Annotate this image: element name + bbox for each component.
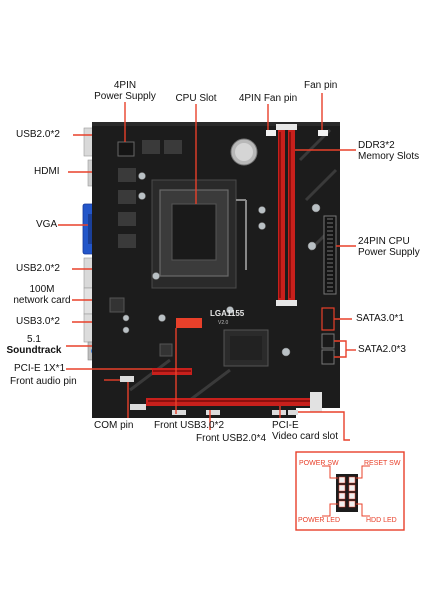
label-network-card: 100M network card — [4, 284, 80, 306]
label-pcie-line1: PCI-E — [272, 420, 299, 431]
label-4pin-fan: 4PIN Fan pin — [238, 93, 298, 104]
label-sata20: SATA2.0*3 — [358, 344, 406, 355]
pcie-x1-slot — [152, 368, 192, 375]
label-reset-sw: RESET SW — [364, 460, 401, 467]
pcie-x16-slot — [146, 392, 322, 412]
label-sata30: SATA3.0*1 — [356, 313, 404, 324]
label-sound-line1: 5.1 — [27, 334, 41, 345]
label-network-line1: 100M — [29, 284, 55, 295]
label-usb30: USB3.0*2 — [16, 316, 60, 327]
label-ddr3-line2: Memory Slots — [358, 151, 420, 162]
front-usb3-header — [176, 318, 202, 328]
label-ddr3: DDR3*2 Memory Slots — [358, 140, 419, 162]
label-24pin: 24PIN CPU Power Supply — [358, 236, 420, 258]
cpu-socket — [151, 179, 247, 289]
capacitors — [122, 172, 321, 357]
ddr3-slots — [276, 124, 297, 306]
label-front-audio: Front audio pin — [10, 376, 77, 387]
label-pcie-line2: Video card slot — [272, 431, 338, 442]
label-usb20-top: USB2.0*2 — [16, 129, 60, 140]
label-4pin-power-line1: 4PIN — [113, 80, 137, 91]
socket-label: LGA1155 — [210, 309, 245, 318]
label-power-led: POWER LED — [298, 517, 341, 524]
label-usb20-mid: USB2.0*2 — [16, 263, 60, 274]
label-com-pin: COM pin — [94, 420, 134, 431]
sata-connectors — [321, 307, 335, 365]
label-vga: VGA — [36, 219, 58, 230]
label-pcie-x16: PCI-E Video card slot — [272, 420, 338, 442]
label-front-usb20: Front USB2.0*4 — [196, 433, 267, 444]
label-24pin-line2: Power Supply — [358, 247, 420, 258]
label-ddr3-line1: DDR3*2 — [358, 140, 395, 151]
label-hdmi: HDMI — [34, 166, 60, 177]
label-fan-pin: Fan pin — [304, 80, 338, 91]
cpu-4pin-connector — [117, 141, 135, 157]
label-front-usb30: Front USB3.0*2 — [154, 420, 225, 431]
vrm-area — [118, 140, 182, 248]
sys-fan-header — [318, 130, 328, 136]
label-sound-line2: Soundtrack — [6, 345, 62, 356]
label-pcie-x1: PCI-E 1X*1 — [14, 363, 66, 374]
atx-24pin-connector — [323, 215, 337, 295]
label-power-sw: POWER SW — [299, 460, 339, 467]
label-soundtrack: 5.1 Soundtrack — [4, 334, 64, 356]
bottom-headers — [120, 376, 298, 415]
label-24pin-line1: 24PIN CPU — [358, 236, 410, 247]
callout-lines — [58, 93, 356, 441]
label-4pin-power: 4PIN Power Supply — [90, 80, 160, 102]
front-panel-diagram — [295, 451, 405, 531]
label-network-line2: network card — [13, 295, 71, 306]
cpu-fan-header — [266, 130, 276, 136]
label-hdd-led: HDD LED — [366, 517, 397, 524]
label-4pin-power-line2: Power Supply — [94, 91, 156, 102]
label-cpu-slot: CPU Slot — [175, 93, 217, 104]
socket-sub-label: V2.0 — [218, 320, 229, 326]
